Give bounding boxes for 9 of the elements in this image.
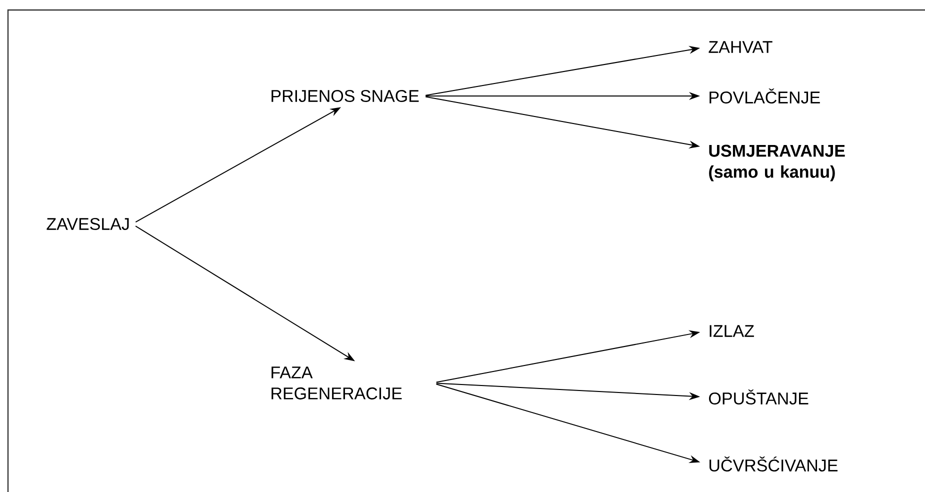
label-text: ZAVESLAJ [46,218,129,230]
label-text: PRIJENOS SNAGE [272,90,419,102]
label-text: ZAHVAT [708,41,772,53]
label-text: UČVRŠĆIVANJE [710,456,838,472]
label-text: USMJERAVANJE (samo u kanuu) [709,144,845,182]
label-text: FAZA REGENERACIJE [272,366,402,400]
label-text: OPUŠTANJE [709,390,808,405]
label-text: POVLAČENJE [710,88,820,104]
label-text: IZLAZ [710,325,754,337]
